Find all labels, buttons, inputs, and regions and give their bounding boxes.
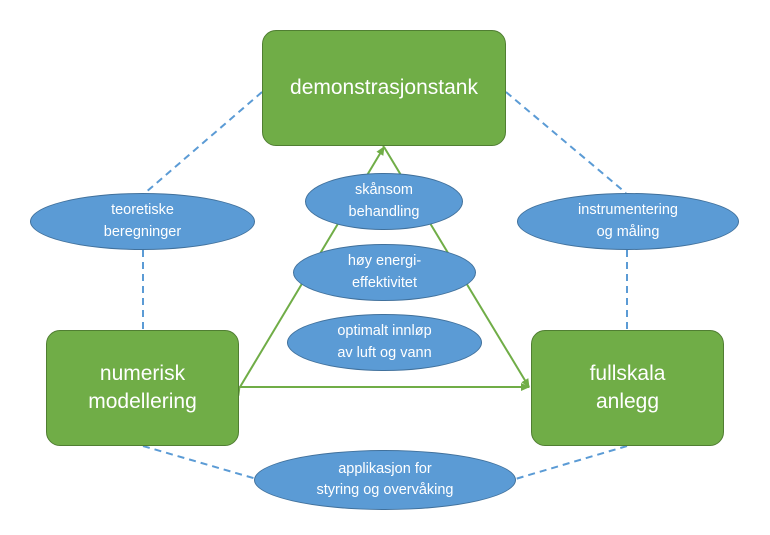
dashed-right-box-to-bottom-label bbox=[511, 445, 628, 481]
dashed-connections bbox=[142, 91, 628, 481]
dashed-top-to-right-label bbox=[505, 91, 627, 194]
node-demonstrasjonstank: demonstrasjonstank bbox=[262, 30, 506, 146]
ellipse-label-line: effektivitet bbox=[351, 274, 418, 291]
ellipse-label-line: og måling bbox=[596, 223, 660, 240]
ellipse-label-line: applikasjon for bbox=[338, 460, 432, 477]
ellipse-label-line: av luft og vann bbox=[337, 344, 432, 361]
label-hoy-energieffektivitet: høy energi- effektivitet bbox=[293, 244, 476, 301]
ellipse-label-line: behandling bbox=[348, 203, 420, 220]
ellipse-label-line: instrumentering bbox=[578, 202, 678, 219]
ellipse-label-line: teoretiske bbox=[111, 202, 174, 219]
label-teoretiske-beregninger: teoretiske beregninger bbox=[30, 193, 255, 250]
node-numerisk-modellering: numerisk modellering bbox=[46, 330, 239, 446]
node-label-line: anlegg bbox=[595, 390, 660, 413]
label-optimalt-innlop: optimalt innløp av luft og vann bbox=[287, 314, 482, 371]
ellipse-label-line: høy energi- bbox=[347, 253, 422, 270]
dashed-top-to-left-label bbox=[144, 91, 263, 194]
node-label-line: modellering bbox=[88, 390, 197, 413]
label-applikasjon-for-styring: applikasjon for styring og overvåking bbox=[254, 450, 516, 510]
ellipse-label-line: skånsom bbox=[354, 182, 414, 199]
dashed-left-box-to-bottom-label bbox=[142, 445, 261, 481]
node-label-line: fullskala bbox=[589, 361, 666, 385]
ellipse-label-line: beregninger bbox=[103, 223, 182, 240]
node-label-line: demonstrasjonstank bbox=[290, 75, 478, 99]
ellipse-label-line: styring og overvåking bbox=[316, 482, 454, 498]
node-label-line: numerisk bbox=[99, 361, 186, 385]
ellipse-label-line: optimalt innløp bbox=[337, 323, 432, 340]
label-skansom-behandling: skånsom behandling bbox=[305, 173, 463, 230]
label-instrumentering-og-maling: instrumentering og måling bbox=[517, 193, 739, 250]
node-fullskala-anlegg: fullskala anlegg bbox=[531, 330, 724, 446]
